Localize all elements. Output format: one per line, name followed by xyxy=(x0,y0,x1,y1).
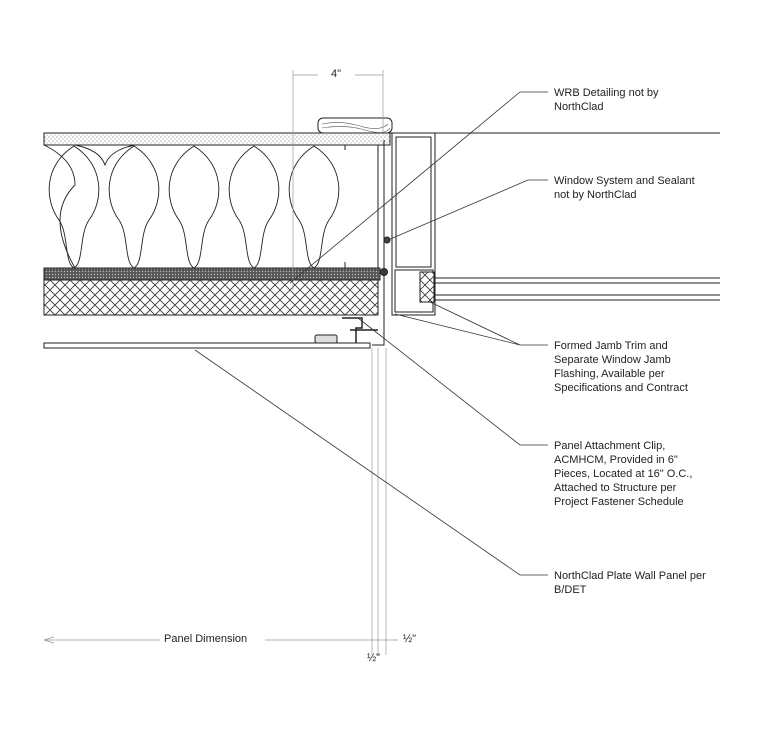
callout-wrb: WRB Detailing not by NorthClad xyxy=(554,87,659,113)
sealant-bead xyxy=(383,236,391,244)
jamb-trim xyxy=(372,140,385,346)
insulation-loop xyxy=(48,145,100,269)
insulation-loop xyxy=(108,145,160,269)
insulation-batts xyxy=(43,144,136,269)
rigid-insulation xyxy=(43,279,379,316)
dimension-half-right: ½" xyxy=(403,633,417,645)
dimension-4in: 4" xyxy=(331,68,342,80)
plate-wall-panel xyxy=(43,342,371,349)
insulation-loop xyxy=(228,145,280,269)
insulation-loop xyxy=(288,145,340,269)
callout-jamb-trim: Formed Jamb Trim and Separate Window Jam… xyxy=(554,340,688,394)
callout-window-system: Window System and Sealant not by NorthCl… xyxy=(554,175,695,201)
sheathing-layer xyxy=(43,132,391,146)
wrb-layer xyxy=(43,267,381,281)
glazing-lines xyxy=(435,277,720,301)
dimension-half-bottom: ½" xyxy=(367,652,381,664)
callout-attachment-clip: Panel Attachment Clip, ACMHCM, Provided … xyxy=(554,440,693,508)
dimension-panel: Panel Dimension xyxy=(164,633,248,645)
wood-blocking xyxy=(317,117,393,134)
callout-plate-panel: NorthClad Plate Wall Panel per B/DET xyxy=(554,570,706,596)
leader-lines xyxy=(194,91,548,576)
insulation-loop xyxy=(168,145,220,269)
